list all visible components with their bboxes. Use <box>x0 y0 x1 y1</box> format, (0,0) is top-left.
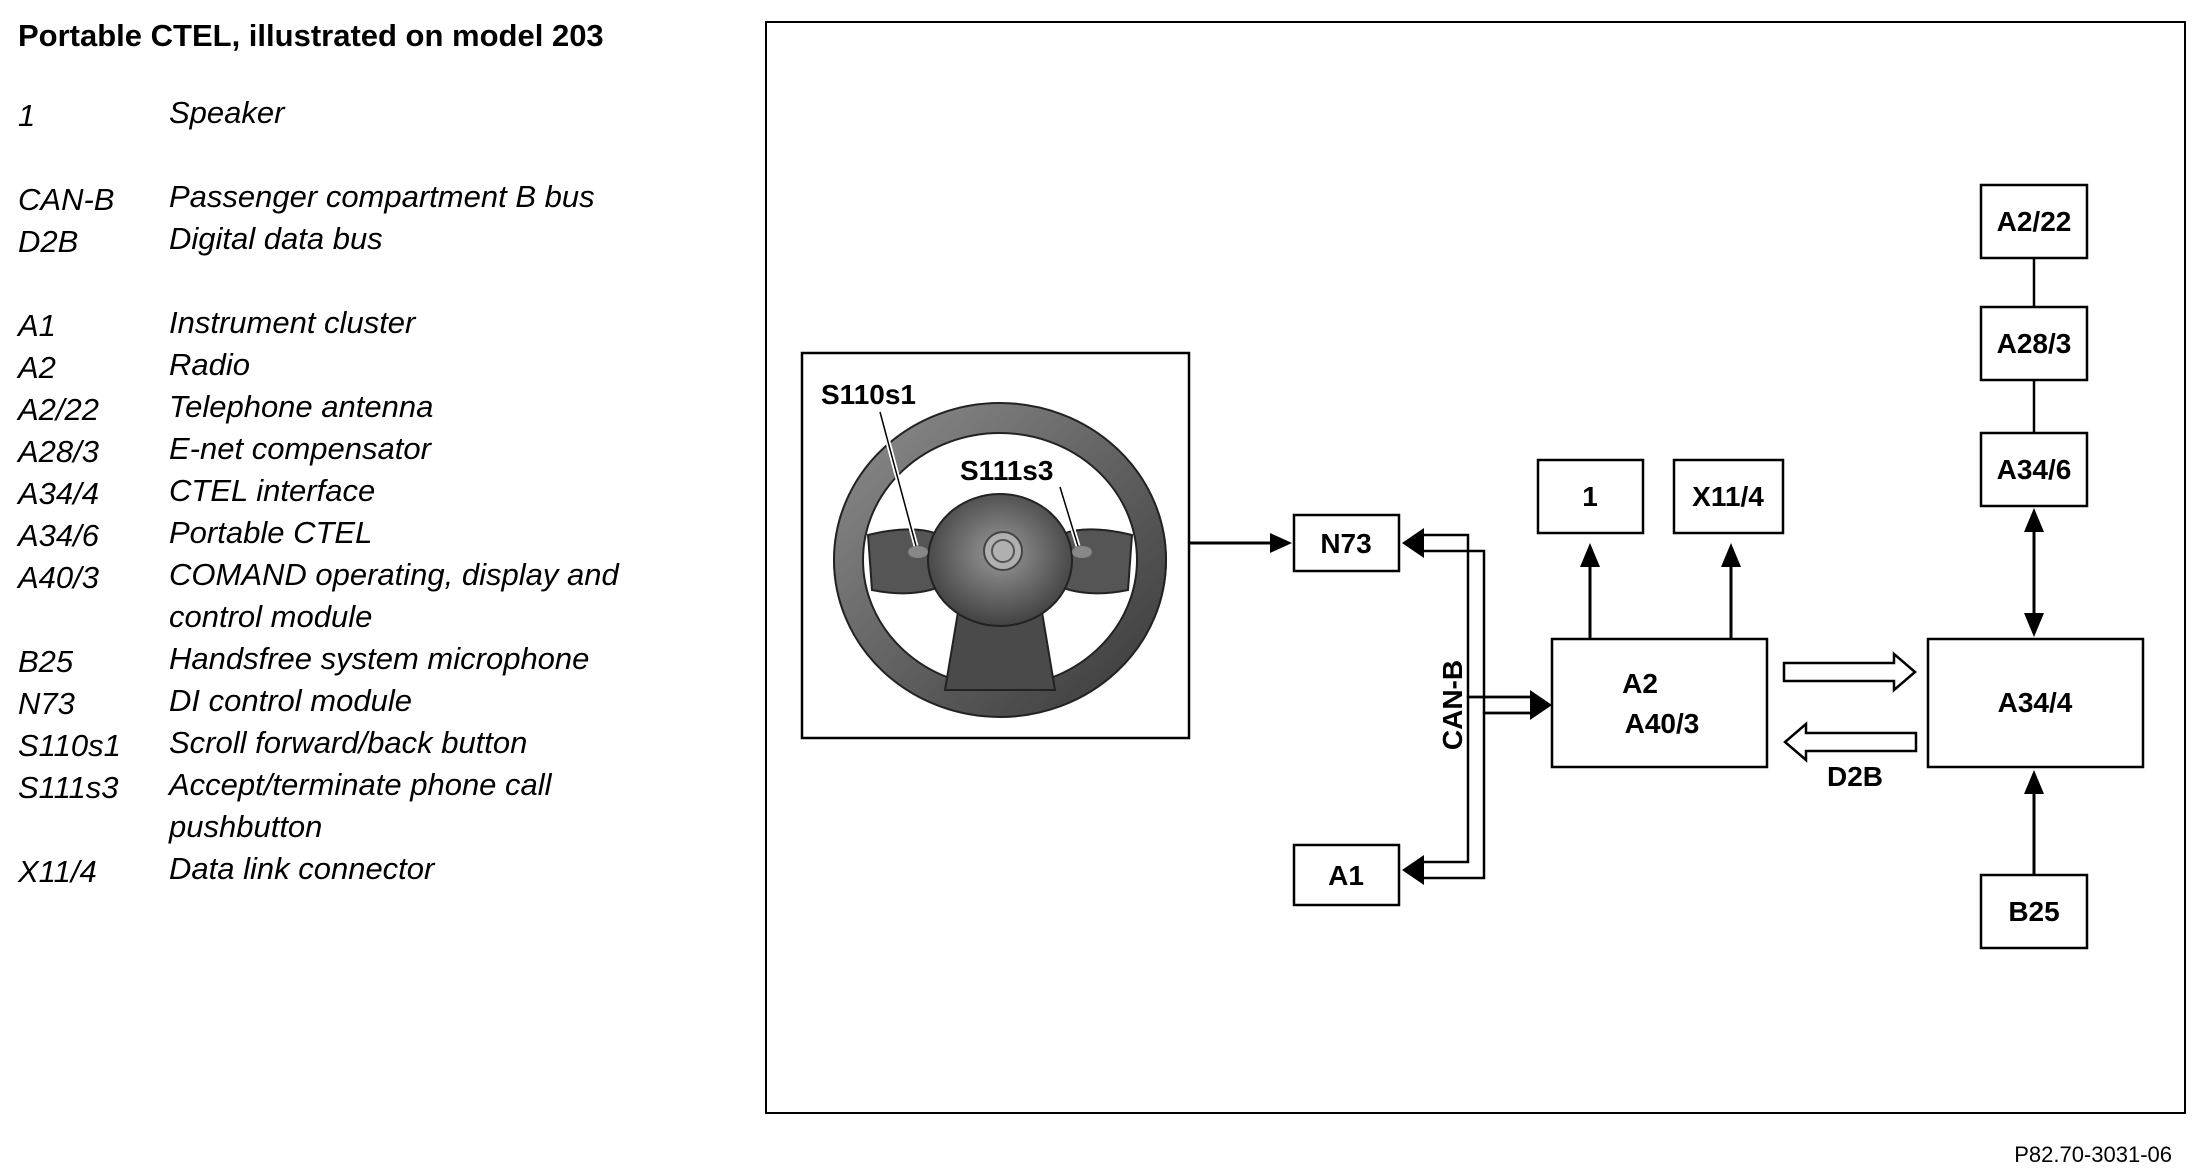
legend-code: A28/3 <box>18 434 100 469</box>
legend-code: A2 <box>18 350 56 385</box>
box-label-a28-3: A28/3 <box>1997 328 2072 359</box>
legend-desc: DI control module <box>169 683 412 718</box>
box-x11-4 <box>1672 458 1785 535</box>
legend-desc: Scroll forward/back button <box>169 725 528 760</box>
figure-reference: P82.70-3031-06 <box>2014 1142 2172 1167</box>
legend-desc: E-net compensator <box>169 431 431 466</box>
legend-code: N73 <box>18 686 75 721</box>
box-label-a2-22: A2/22 <box>1997 206 2072 237</box>
leader-s111s3 <box>1059 486 1079 547</box>
box-a2-22 <box>1979 183 2089 260</box>
legend-code: S110s1 <box>18 728 121 763</box>
legend-code: A34/4 <box>18 476 100 511</box>
label-can-b: CAN-B <box>1437 660 1468 750</box>
legend-desc: Telephone antenna <box>169 389 434 424</box>
arrowhead <box>2024 508 2044 532</box>
legend-desc: Digital data bus <box>169 221 383 256</box>
label-s111s3: S111s3 <box>960 455 1053 486</box>
box-a34-4 <box>1926 637 2145 769</box>
legend-desc: CTEL interface <box>169 473 376 508</box>
box-a2-a40-3 <box>1550 637 1769 769</box>
box-label-a1: A1 <box>1328 860 1364 891</box>
box-label-x11-4: X11/4 <box>1692 481 1764 512</box>
legend-code: S111s3 <box>18 770 119 805</box>
legend-desc: Passenger compartment B bus <box>169 179 595 214</box>
arrowhead <box>1580 543 1600 567</box>
page-title: Portable CTEL, illustrated on model 203 <box>18 18 604 53</box>
arrowhead <box>2024 613 2044 637</box>
legend-desc: Data link connector <box>169 851 435 886</box>
legend-code: A2/22 <box>18 392 100 427</box>
box-a1 <box>1292 843 1401 907</box>
legend-code: CAN-B <box>18 182 115 217</box>
box-b25 <box>1979 873 2089 950</box>
arrowhead <box>1721 543 1741 567</box>
legend-desc: Instrument cluster <box>169 305 416 340</box>
d2b-arrow-left <box>1783 721 1918 763</box>
box-label-a34-4: A34/4 <box>1998 687 2073 718</box>
arrowhead <box>2024 770 2044 794</box>
legend-desc: COMAND operating, display and control mo… <box>169 557 619 634</box>
box-label-speaker: 1 <box>1582 481 1598 512</box>
label-s110s1: S110s1 <box>821 379 916 410</box>
steering-wheel-image <box>833 402 1167 718</box>
box-label-n73: N73 <box>1320 528 1371 559</box>
legend-code: A40/3 <box>18 560 100 595</box>
box-n73 <box>1292 513 1401 573</box>
legend-desc: Speaker <box>169 95 285 130</box>
diagram-frame <box>765 21 2186 1114</box>
box-a34-6 <box>1979 431 2089 508</box>
box-label-a34-6: A34/6 <box>1997 454 2072 485</box>
legend-code: B25 <box>18 644 74 679</box>
legend-code: A34/6 <box>18 518 100 553</box>
arrowhead <box>1270 533 1292 553</box>
legend-code: X11/4 <box>18 854 97 889</box>
legend-desc: Handsfree system microphone <box>169 641 590 676</box>
can-b-arrowhead-n73 <box>1402 528 1424 558</box>
can-b-arrowhead-a1 <box>1402 855 1424 885</box>
box-label-a2: A2 <box>1622 668 1658 699</box>
can-b-bus <box>1422 533 1530 880</box>
legend-code: D2B <box>18 224 79 259</box>
legend-desc: Accept/terminate phone call pushbutton <box>169 767 552 844</box>
can-b-arrowhead-a2 <box>1530 690 1552 720</box>
legend-desc: Portable CTEL <box>169 515 373 550</box>
legend-code: 1 <box>18 98 36 133</box>
leader-s110s1 <box>879 411 917 547</box>
box-speaker <box>1536 458 1645 535</box>
box-label-b25: B25 <box>2008 896 2059 927</box>
label-d2b: D2B <box>1827 761 1883 792</box>
legend-desc: Radio <box>169 347 250 382</box>
box-label-a40-3: A40/3 <box>1625 708 1700 739</box>
legend-code: A1 <box>18 308 56 343</box>
d2b-arrow-right <box>1782 651 1917 693</box>
